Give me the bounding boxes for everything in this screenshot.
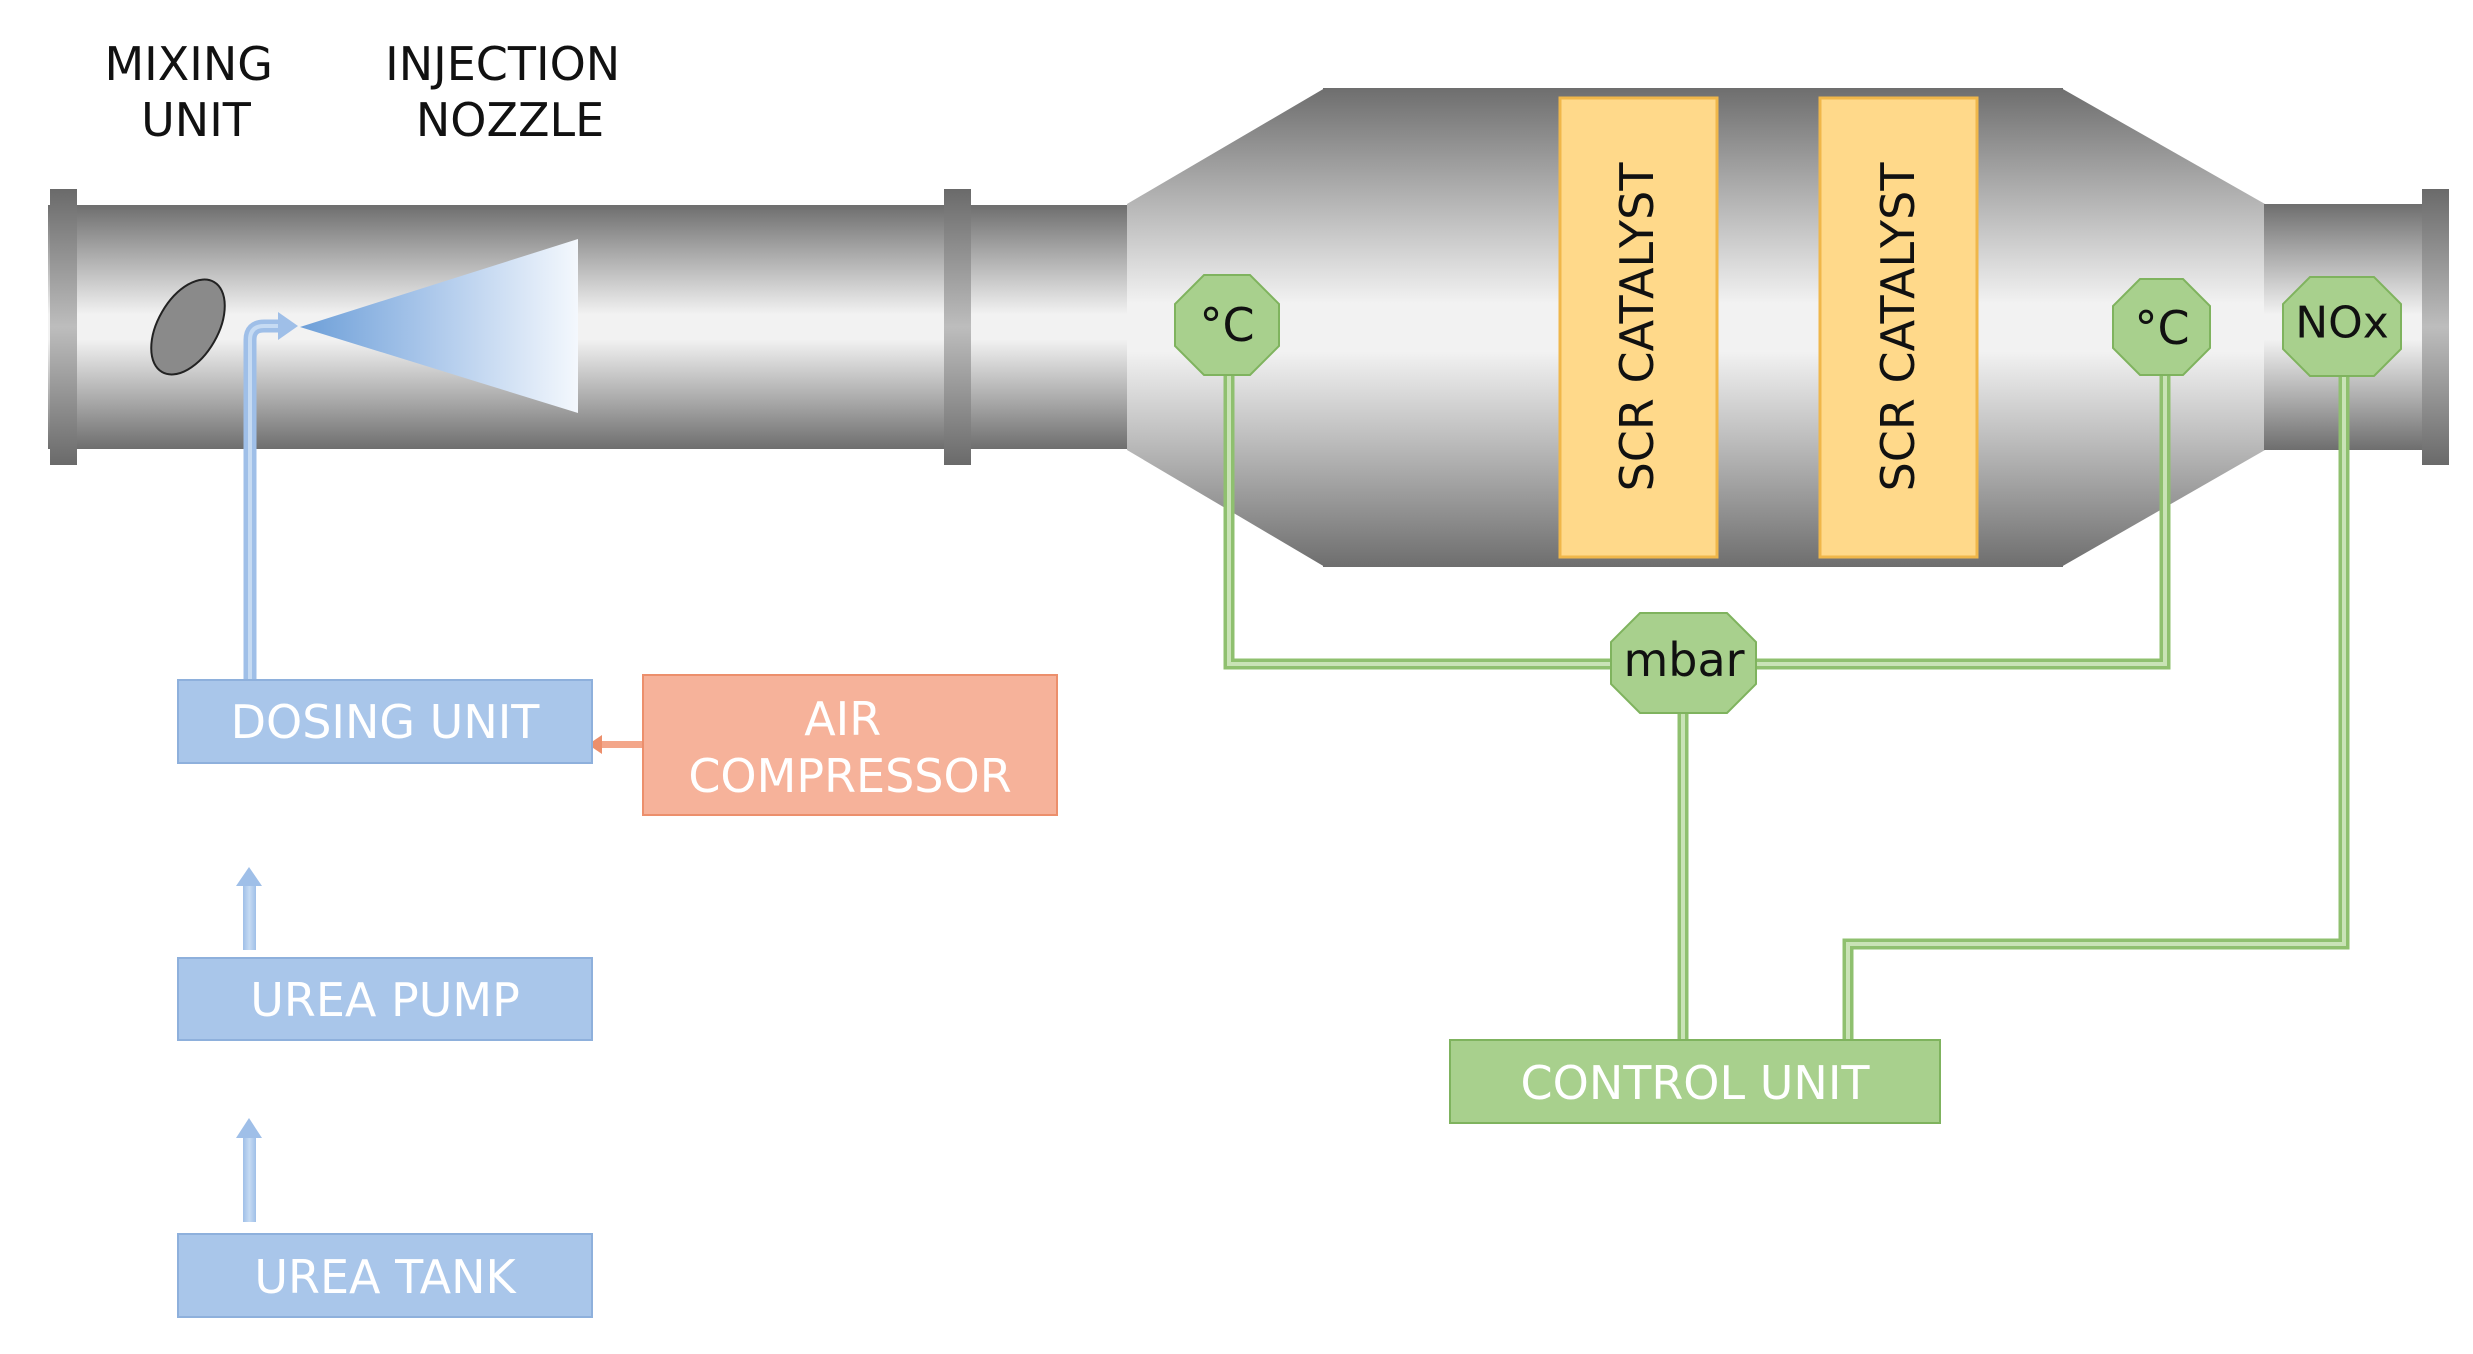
pressure-sensor-label: mbar bbox=[1623, 633, 1744, 687]
control-unit-label: CONTROL UNIT bbox=[1521, 1056, 1871, 1110]
air-compressor-label: AIR COMPRESSOR bbox=[688, 692, 1011, 803]
injection-nozzle-label-line-2: NOZZLE bbox=[416, 93, 604, 147]
mixing-unit-label: MIXING UNIT bbox=[104, 37, 287, 147]
scr-catalyst-2: SCR CATALYST bbox=[1818, 96, 1979, 559]
mixing-unit-disc bbox=[150, 278, 226, 376]
temperature-sensor-inlet: °C bbox=[1174, 274, 1280, 376]
injection-nozzle-label: INJECTION NOZZLE bbox=[385, 37, 635, 147]
temperature-sensor-outlet-label: °C bbox=[2134, 301, 2189, 355]
air-compressor-label-line-2: COMPRESSOR bbox=[688, 749, 1011, 803]
urea-pump-box: UREA PUMP bbox=[177, 957, 593, 1041]
mixing-unit-label-line-2: UNIT bbox=[141, 93, 252, 147]
tank-to-pump-arrow bbox=[236, 1118, 262, 1222]
middle-pipe-section bbox=[968, 205, 1128, 449]
mixing-unit-label-line-1: MIXING bbox=[104, 37, 272, 91]
middle-flange bbox=[944, 189, 971, 465]
scr-catalyst-1-label: SCR CATALYST bbox=[1610, 162, 1664, 492]
dosing-unit-box: DOSING UNIT bbox=[177, 679, 593, 764]
injection-spray-cone bbox=[300, 239, 578, 413]
injection-nozzle-label-line-1: INJECTION bbox=[385, 37, 620, 91]
urea-feed-line bbox=[243, 312, 298, 680]
dosing-unit-label: DOSING UNIT bbox=[231, 695, 541, 749]
urea-feed-arrowhead bbox=[278, 312, 298, 340]
urea-tank-box: UREA TANK bbox=[177, 1233, 593, 1318]
outlet-flange bbox=[2422, 189, 2449, 465]
scr-catalyst-2-label: SCR CATALYST bbox=[1871, 162, 1925, 492]
temperature-sensor-outlet: °C bbox=[2112, 278, 2211, 376]
air-compressor-box: AIR COMPRESSOR bbox=[642, 674, 1058, 816]
control-unit-box: CONTROL UNIT bbox=[1449, 1039, 1941, 1124]
nox-sensor-label: NOx bbox=[2295, 298, 2389, 349]
air-compressor-label-line-1: AIR bbox=[804, 692, 881, 746]
pump-to-dosing-arrow bbox=[236, 867, 262, 950]
air-to-dosing-arrow bbox=[588, 735, 666, 754]
sensor-wiring bbox=[1223, 360, 2350, 1040]
nox-sensor: NOx bbox=[2282, 276, 2402, 377]
urea-pump-label: UREA PUMP bbox=[250, 973, 520, 1027]
inlet-flange bbox=[50, 189, 77, 465]
scr-catalyst-1: SCR CATALYST bbox=[1558, 96, 1719, 559]
temperature-sensor-inlet-label: °C bbox=[1199, 298, 1254, 352]
pressure-sensor: mbar bbox=[1610, 612, 1757, 714]
urea-tank-label: UREA TANK bbox=[254, 1250, 517, 1304]
